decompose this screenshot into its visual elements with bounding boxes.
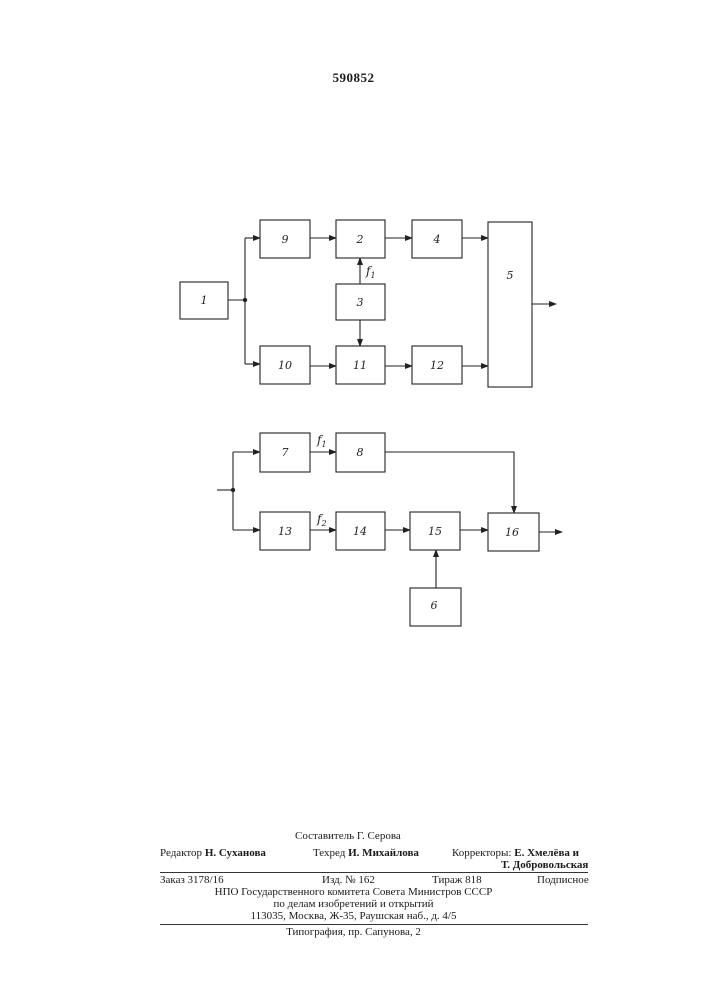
block-15-label: 15 [428, 525, 442, 538]
block-16-label: 16 [505, 526, 519, 539]
freq-label-f1-top: f1 [365, 264, 376, 280]
correctors-name-1: Е. Хмелёва и [514, 847, 579, 859]
block-7-label: 7 [282, 446, 289, 459]
block-6-label: 6 [431, 599, 438, 612]
techred-credit: Техред И. Михайлова [313, 847, 419, 860]
compiler-line: Составитель Г. Серова [295, 830, 401, 843]
block-5 [488, 222, 532, 387]
block-1-label: 1 [201, 294, 208, 307]
upper-diagram: 1 9 2 4 3 10 11 12 5 f1 [180, 220, 556, 387]
block-9-label: 9 [282, 233, 289, 246]
block-14-label: 14 [353, 525, 367, 538]
block-4-label: 4 [433, 233, 441, 246]
editor-name: Н. Суханова [205, 847, 266, 859]
editor-label: Редактор [160, 847, 202, 859]
block-diagram: 1 9 2 4 3 10 11 12 5 f1 7 [0, 0, 707, 700]
block-11-label: 11 [353, 359, 367, 372]
editor-credit: Редактор Н. Суханова [160, 847, 266, 860]
block-2-label: 2 [356, 233, 364, 246]
block-8-label: 8 [357, 446, 364, 459]
block-13-label: 13 [278, 525, 292, 538]
printing-house: Типография, пр. Сапунова, 2 [0, 926, 707, 939]
block-5-label: 5 [507, 269, 514, 282]
wire-8-to-16 [385, 452, 514, 513]
correctors-name-2-text: Т. Добровольская [501, 859, 588, 871]
lower-diagram: 7 8 13 14 15 16 6 f1 f2 [217, 433, 562, 626]
org-line-3: 113035, Москва, Ж-35, Раушская наб., д. … [0, 910, 707, 923]
freq-label-f2-bottom: f2 [316, 512, 327, 528]
techred-name: И. Михайлова [348, 847, 419, 859]
block-3-label: 3 [357, 296, 364, 309]
correctors-name-2: Т. Добровольская [501, 859, 588, 872]
junction-dot [231, 488, 235, 492]
block-10-label: 10 [278, 359, 292, 372]
divider-bottom [160, 924, 588, 925]
block-12-label: 12 [430, 359, 444, 372]
freq-label-f1-bottom: f1 [316, 433, 327, 449]
techred-label: Техред [313, 847, 345, 859]
junction-dot [243, 298, 247, 302]
divider-top [160, 872, 588, 873]
correctors-label: Корректоры: [452, 847, 511, 859]
